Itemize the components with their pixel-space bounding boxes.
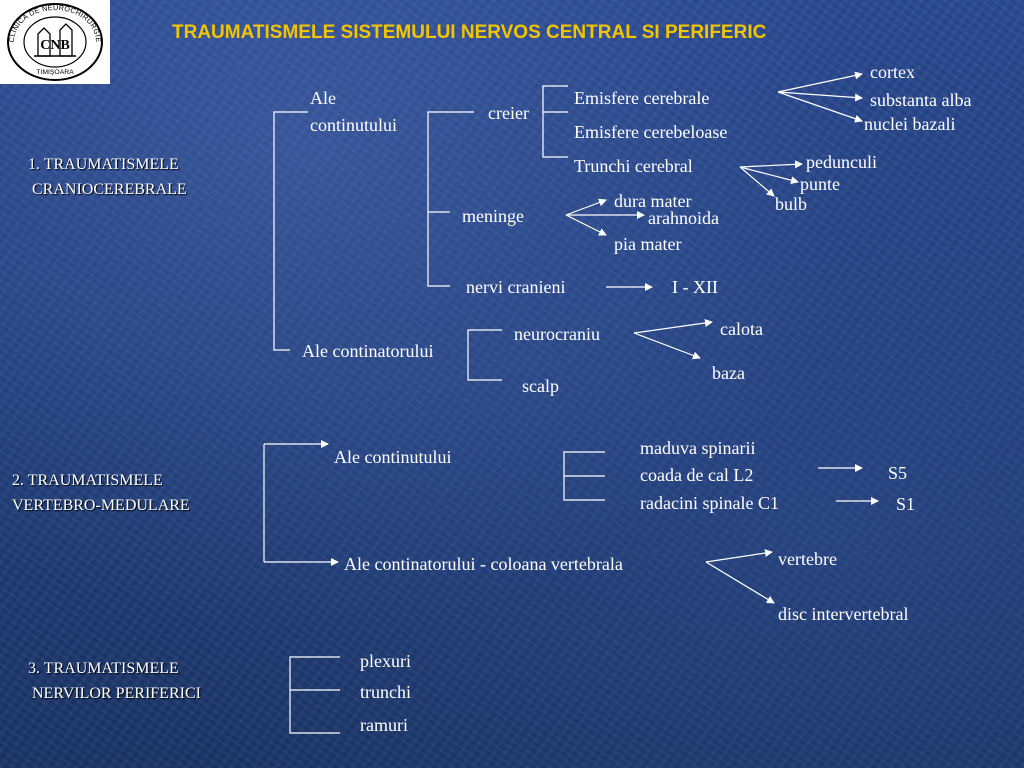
arrow-trunchi-punte — [739, 166, 799, 185]
s2-continut-bracket — [563, 451, 605, 501]
s1-continator-bracket — [467, 329, 502, 381]
node-radacini-spinale: radacini spinale C1 — [640, 493, 779, 513]
node-s5: S5 — [888, 463, 908, 483]
node-nervi-range: I - XII — [672, 277, 718, 297]
svg-text:TIMIŞOARA: TIMIŞOARA — [36, 69, 74, 76]
arrow-emisfere-cortex — [777, 71, 863, 93]
s1-continut-bracket — [427, 111, 474, 287]
node-trunchi: trunchi — [360, 682, 411, 702]
node-coada-de-cal: coada de cal L2 — [640, 465, 754, 485]
section2-label: 2. TRAUMATISMELE VERTEBRO-MEDULARE — [12, 472, 190, 514]
node-pedunculi: pedunculi — [806, 152, 877, 172]
s1-creier-bracket — [542, 85, 568, 158]
arrow-coloana-disc — [705, 561, 775, 604]
node-dura-mater: dura mater — [614, 191, 692, 211]
svg-text:CNB: CNB — [40, 38, 70, 53]
s1-continut-label-2: continutului — [310, 115, 397, 135]
arrow-trunchi-bulb — [739, 166, 775, 197]
node-baza: baza — [712, 363, 745, 383]
node-disc-intervertebral: disc intervertebral — [778, 604, 909, 624]
node-nuclei-bazali: nuclei bazali — [864, 114, 956, 134]
node-meninge: meninge — [462, 206, 524, 226]
node-ramuri: ramuri — [360, 715, 408, 735]
node-neurocraniu: neurocraniu — [514, 324, 600, 344]
node-punte: punte — [800, 174, 840, 194]
node-emisfere-cerebrale: Emisfere cerebrale — [574, 88, 710, 108]
node-maduva-spinarii: maduva spinarii — [640, 438, 756, 458]
clinic-seal-icon: CNB CLINICA DE NEUROCHIRURGIE TIMIŞOARA — [7, 3, 103, 81]
s3-bracket — [289, 656, 340, 734]
section1-label: 1. TRAUMATISMELE CRANIOCEREBRALE — [28, 156, 187, 198]
arrow-neurocraniu-baza — [633, 332, 701, 360]
arrow-neurocraniu-calota — [633, 319, 713, 334]
arrow-trunchi-pedunculi — [739, 160, 803, 169]
node-s1: S1 — [896, 494, 916, 514]
arrow-coloana-vertebre — [705, 549, 773, 563]
s2-continut-label: Ale continutului — [334, 447, 452, 467]
arrow-emisfere-substanta — [777, 91, 863, 102]
node-scalp: scalp — [522, 376, 559, 396]
node-trunchi-cerebral: Trunchi cerebral — [574, 156, 693, 176]
node-substanta-alba: substanta alba — [870, 90, 972, 110]
arrow-meninge-dura — [565, 198, 607, 216]
s1-continut-label-1: Ale — [310, 88, 336, 108]
node-calota: calota — [720, 319, 763, 339]
node-pia-mater: pia mater — [614, 234, 682, 254]
node-arahnoida: arahnoida — [648, 208, 719, 228]
arrow-meninge-pia — [565, 214, 607, 236]
node-vertebre: vertebre — [778, 549, 837, 569]
s1-continator-label: Ale continatorului — [302, 341, 434, 361]
section3-label: 3. TRAUMATISMELE NERVILOR PERIFERICI — [28, 660, 201, 702]
node-emisfere-cerebeloase: Emisfere cerebeloase — [574, 122, 728, 142]
arrow-emisfere-nuclei — [777, 91, 863, 123]
node-nervi-cranieni: nervi cranieni — [466, 277, 566, 297]
node-creier: creier — [488, 103, 529, 123]
s2-continator-label: Ale continatorului - coloana vertebrala — [344, 554, 623, 574]
node-bulb: bulb — [775, 194, 808, 214]
slide-title: TRAUMATISMELE SISTEMULUI NERVOS CENTRAL … — [172, 22, 767, 43]
s1-main-bracket — [273, 111, 308, 351]
node-plexuri: plexuri — [360, 651, 411, 671]
clinic-logo: CNB CLINICA DE NEUROCHIRURGIE TIMIŞOARA — [0, 0, 110, 84]
node-cortex: cortex — [870, 62, 915, 82]
